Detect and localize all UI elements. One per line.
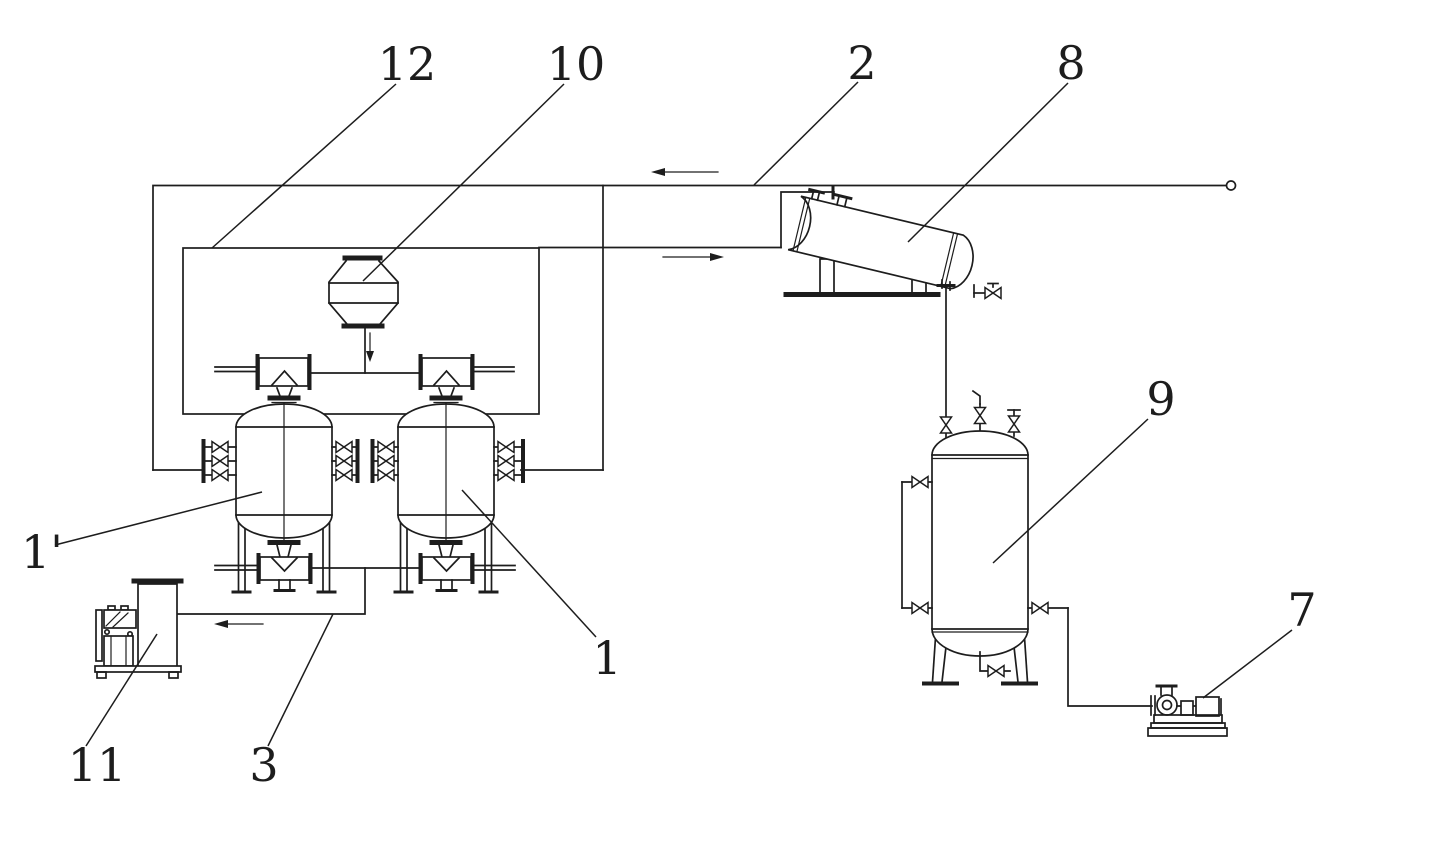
tank-top-valve (1007, 415, 1021, 433)
discharge-box-right (421, 556, 472, 581)
adsorber-vessel-right (393, 402, 499, 594)
valve-stack-right-outer (493, 439, 525, 483)
inner-enclosure (182, 247, 540, 415)
leader-8 (907, 82, 1069, 243)
label-2: 2 (847, 36, 876, 90)
valve-stack-left-outer (201, 439, 237, 483)
top-diverter-assembly (214, 354, 515, 404)
pump (1147, 684, 1228, 737)
leader-10 (362, 83, 565, 282)
leader-9 (992, 418, 1149, 564)
main-gas-line (152, 184, 1227, 471)
leader-12 (211, 83, 397, 249)
valve-stack-right-inner (370, 439, 399, 483)
label-8: 8 (1056, 36, 1085, 90)
leader-1 (461, 489, 597, 638)
discharge-box-left (259, 556, 310, 581)
label-9: 9 (1146, 372, 1175, 426)
labels: 12 10 2 8 9 7 1 1' 11 3 (21, 36, 1317, 792)
level-gauge (901, 475, 933, 615)
leader-11 (85, 633, 158, 747)
label-1: 1 (592, 631, 621, 685)
discharge-pipe (177, 567, 366, 615)
blower-motor (103, 609, 137, 629)
label-11: 11 (68, 738, 127, 792)
tank-outlet-valve (1031, 601, 1049, 615)
leader-lines (54, 81, 1293, 747)
exchanger-drain-valve (984, 286, 1002, 300)
label-3: 3 (249, 738, 278, 792)
pipe-end-circle (1225, 180, 1237, 191)
pump-volute (1156, 694, 1178, 716)
adsorber-vessel-left (231, 402, 337, 594)
tank-drain-valve (987, 664, 1005, 678)
label-10: 10 (547, 37, 606, 91)
blower-unit (94, 578, 184, 679)
leader-3 (267, 613, 334, 747)
label-1-prime: 1' (21, 525, 63, 579)
label-7: 7 (1287, 583, 1316, 637)
blower-baseplate (94, 665, 182, 673)
label-12: 12 (378, 37, 437, 91)
exchanger-support-left (819, 258, 835, 294)
leader-2 (753, 81, 859, 186)
tank-inlet-valve (939, 416, 953, 434)
storage-tank (901, 389, 1153, 707)
pump-baseplate (1147, 727, 1228, 737)
tank-vent-valve (973, 406, 987, 425)
pump-suction-line (1067, 607, 1153, 707)
leader-1-prime (54, 491, 263, 546)
flow-arrows (214, 168, 724, 628)
hopper-feeder (328, 255, 399, 374)
bottom-discharge-assembly (177, 540, 516, 615)
exchanger-shell (787, 195, 974, 290)
diverter-right (421, 357, 472, 387)
leader-7 (1202, 629, 1293, 699)
heat-exchanger (783, 187, 1002, 438)
pump-motor (1195, 696, 1220, 717)
valve-stack-left-inner (331, 439, 360, 483)
